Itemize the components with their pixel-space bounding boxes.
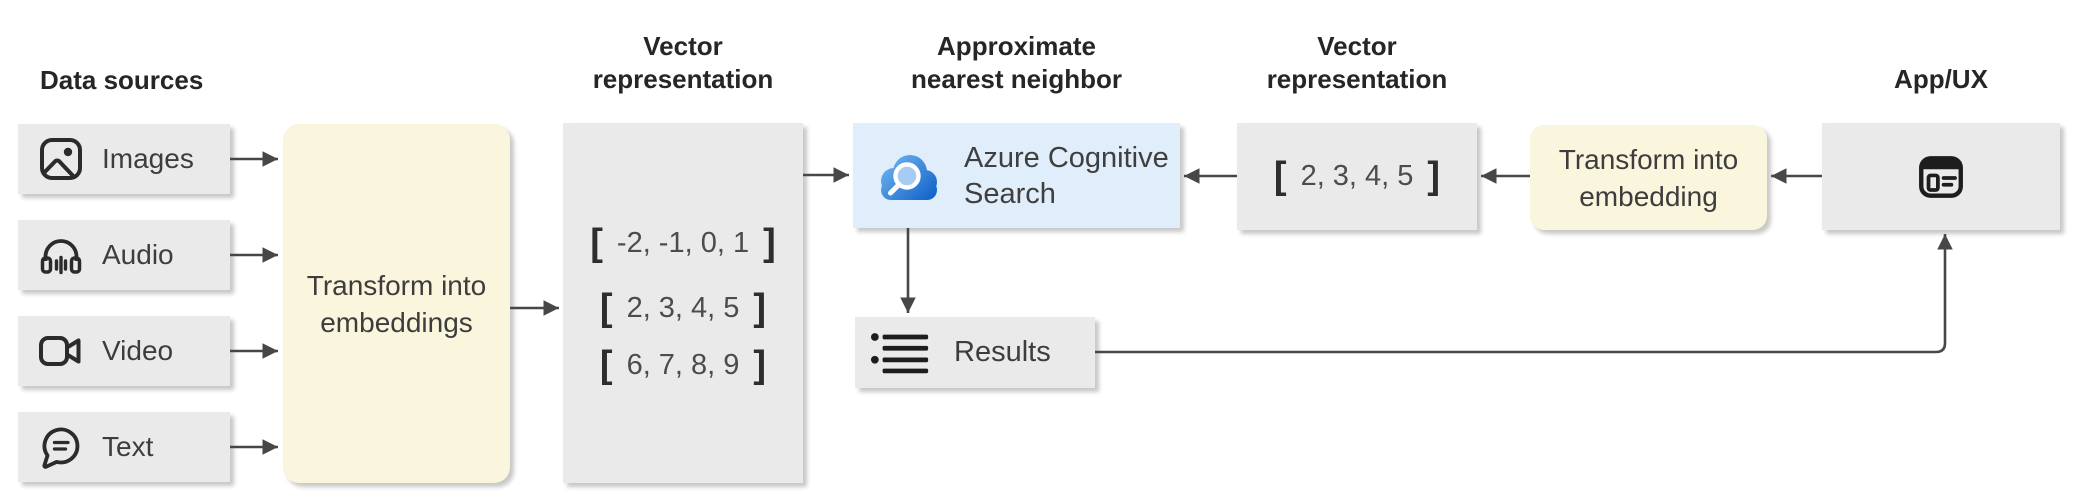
header-app-ux: App/UX [1822,63,2060,96]
source-box-images: Images [18,124,230,194]
bracket-close: ] [1427,155,1441,197]
vector-representation-box-left: [ -2, -1, 0, 1 ] [ 2, 3, 4, 5 ] [ 6, 7, … [563,123,803,483]
text-icon [37,423,85,471]
image-icon [37,135,85,183]
results-label: Results [954,336,1051,368]
transform-into-embedding-box: Transform into embedding [1530,125,1767,230]
vector-values: 6, 7, 8, 9 [626,348,740,381]
header-line: Data sources [40,65,204,95]
source-box-text: Text [18,412,230,482]
header-approximate-nearest-neighbor: Approximate nearest neighbor [833,30,1200,96]
list-icon [870,329,932,376]
bracket-open: [ [1273,155,1287,197]
azure-cognitive-search-box: Azure Cognitive Search [853,123,1180,228]
arrow-results-to-appux [1095,234,1953,354]
bracket-close: ] [763,222,776,264]
vector-row: [ 2, 3, 4, 5 ] [1237,154,1477,198]
vector-values: 2, 3, 4, 5 [1300,159,1414,192]
vector-row: [ -2, -1, 0, 1 ] [563,221,803,265]
source-label: Text [102,431,154,462]
header-line: representation [592,64,774,94]
bracket-open: [ [590,222,603,264]
header-line: nearest neighbor [911,64,1122,94]
transform-into-embeddings-box: Transform into embeddings [283,124,510,483]
transform-label-line: embedding [1579,180,1718,212]
transform-label-line: Transform into [1558,143,1739,175]
header-line: representation [1266,64,1448,94]
header-data-sources: Data sources [40,64,203,97]
vector-row: [ 2, 3, 4, 5 ] [563,286,803,330]
results-box: Results [855,317,1095,388]
source-label: Video [102,335,174,366]
vector-values: -2, -1, 0, 1 [616,226,750,259]
azure-search-label: Azure Cognitive Search [964,140,1169,212]
transform-label-line: Transform into [306,269,487,301]
azure-search-label-line: Azure Cognitive [964,141,1169,174]
app-ux-box [1822,123,2060,230]
header-line: Vector [643,31,723,61]
source-label: Audio [102,239,174,270]
header-vector-representation-left: Vector representation [563,30,803,96]
audio-icon [37,231,85,279]
bracket-open: [ [599,344,613,386]
video-icon [37,327,85,375]
transform-label-line: embeddings [320,306,473,338]
source-label: Images [102,143,194,174]
header-line: Vector [1317,31,1397,61]
source-box-video: Video [18,316,230,386]
header-line: Approximate [937,31,1096,61]
header-line: App/UX [1894,64,1988,94]
bracket-close: ] [753,344,767,386]
azure-search-label-line: Search [964,177,1056,210]
bracket-close: ] [753,287,767,329]
vector-row: [ 6, 7, 8, 9 ] [563,343,803,387]
source-box-audio: Audio [18,220,230,290]
browser-window-icon [1915,151,1967,203]
header-vector-representation-right: Vector representation [1237,30,1477,96]
vector-values: 2, 3, 4, 5 [626,291,740,324]
azure-cognitive-search-cloud-icon [868,144,948,208]
bracket-open: [ [599,287,613,329]
vector-representation-box-right: [ 2, 3, 4, 5 ] [1237,123,1477,230]
